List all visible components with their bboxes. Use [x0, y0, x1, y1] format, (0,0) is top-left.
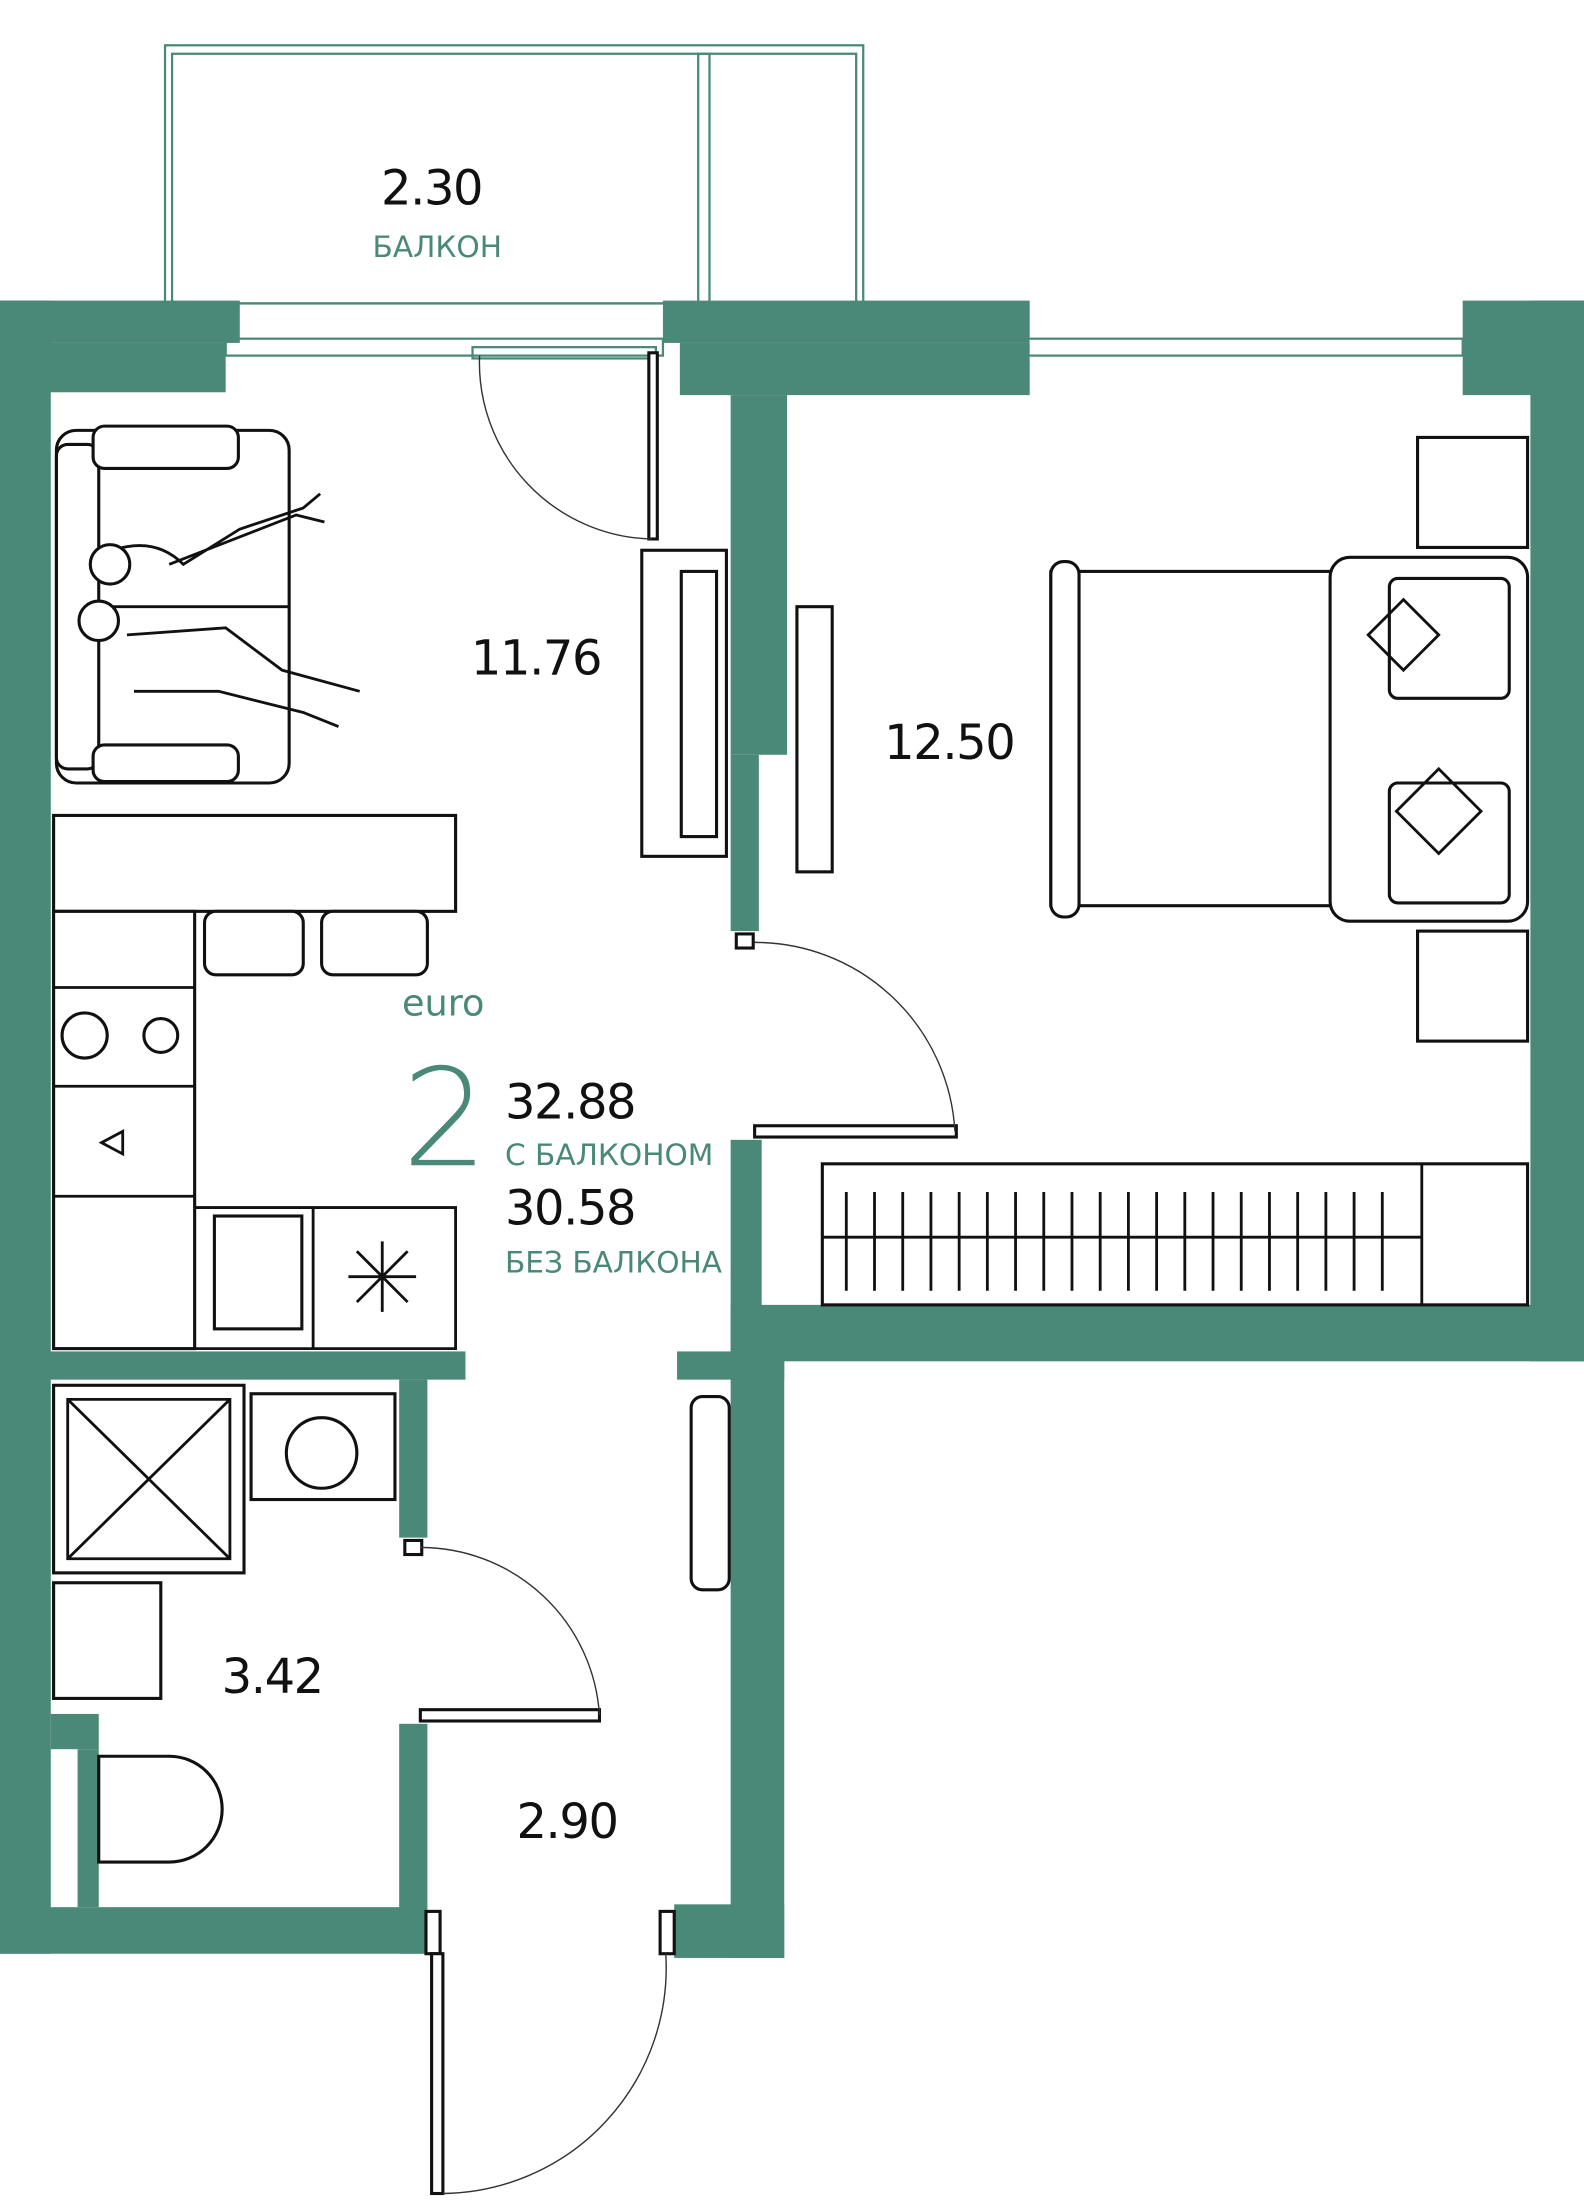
- bathroom-area: 3.42: [222, 1649, 323, 1705]
- with-balcony-label: С БАЛКОНОМ: [505, 1138, 713, 1172]
- bedroom-furniture: [1049, 435, 1530, 1043]
- rooms-count: 2: [402, 1039, 488, 1197]
- people-icon: [77, 492, 361, 728]
- tv-unit: [640, 548, 834, 874]
- balcony: [163, 44, 865, 305]
- bedroom-area: 12.50: [884, 715, 1014, 771]
- area-without-balcony: 30.58: [505, 1180, 635, 1236]
- kitchen: [52, 813, 458, 1351]
- hall-area: 2.90: [516, 1794, 617, 1850]
- bathroom-fixtures: [52, 1383, 731, 1864]
- without-balcony-label: БЕЗ БАЛКОНА: [505, 1245, 723, 1279]
- living-area: 11.76: [471, 630, 601, 686]
- balcony-area: 2.30: [381, 161, 482, 217]
- doors: [403, 351, 958, 2196]
- wardrobe: [820, 1162, 1530, 1307]
- apartment-type: euro: [402, 982, 484, 1025]
- balcony-label: БАЛКОН: [373, 230, 502, 264]
- walls: [0, 300, 1584, 1958]
- area-with-balcony: 32.88: [505, 1075, 635, 1131]
